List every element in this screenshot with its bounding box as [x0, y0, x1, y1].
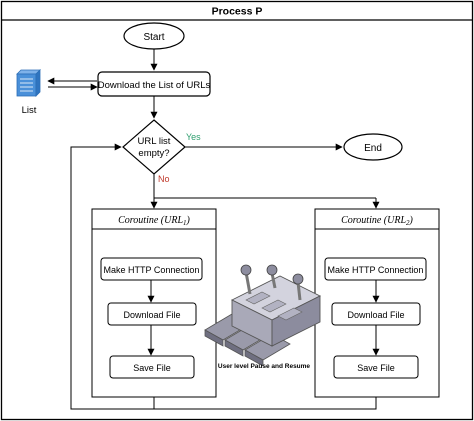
loop-back-line — [70, 143, 155, 410]
coroutine-2-title: Coroutine (URL2) — [341, 215, 413, 227]
end-label: End — [364, 143, 382, 154]
coroutine-2-container: Coroutine (URL2) Make HTTP Connection Do… — [314, 208, 440, 398]
start-node: Start — [123, 22, 185, 50]
download-list-label: Download the List of URLs — [98, 80, 211, 91]
coroutine-1-step-save-label: Save File — [133, 363, 171, 373]
no-label: No — [158, 174, 170, 184]
coroutine-2-step-connect-label: Make HTTP Connection — [328, 265, 424, 275]
decision-label-line2: empty? — [138, 148, 169, 159]
pause-resume-caption: User level Pause and Resume — [218, 363, 311, 370]
list-icon — [16, 69, 41, 97]
loop-back-line-2 — [154, 397, 377, 410]
coroutine-2-step-save — [333, 355, 419, 379]
yes-label: Yes — [186, 132, 201, 142]
coroutine-1-step-save — [109, 355, 195, 379]
process-title: Process P — [212, 6, 263, 18]
coroutine-1-title: Coroutine (URL1) — [118, 215, 190, 227]
end-node: End — [343, 133, 403, 161]
coroutine-1-step-connect-label: Make HTTP Connection — [104, 265, 200, 275]
start-label: Start — [143, 32, 164, 43]
list-label: List — [22, 105, 37, 116]
coroutine-1-step-download-label: Download File — [123, 310, 180, 320]
decision-label-line1: URL list — [138, 136, 171, 147]
pause-resume-control-icon — [204, 264, 322, 367]
download-list-node: Download the List of URLs — [97, 71, 211, 97]
coroutine-1-container: Coroutine (URL1) Make HTTP Connection Do… — [91, 208, 217, 398]
coroutine-1-step-download — [107, 302, 197, 326]
coroutine-2-step-save-label: Save File — [357, 363, 395, 373]
coroutine-2-step-download-label: Download File — [347, 310, 404, 320]
